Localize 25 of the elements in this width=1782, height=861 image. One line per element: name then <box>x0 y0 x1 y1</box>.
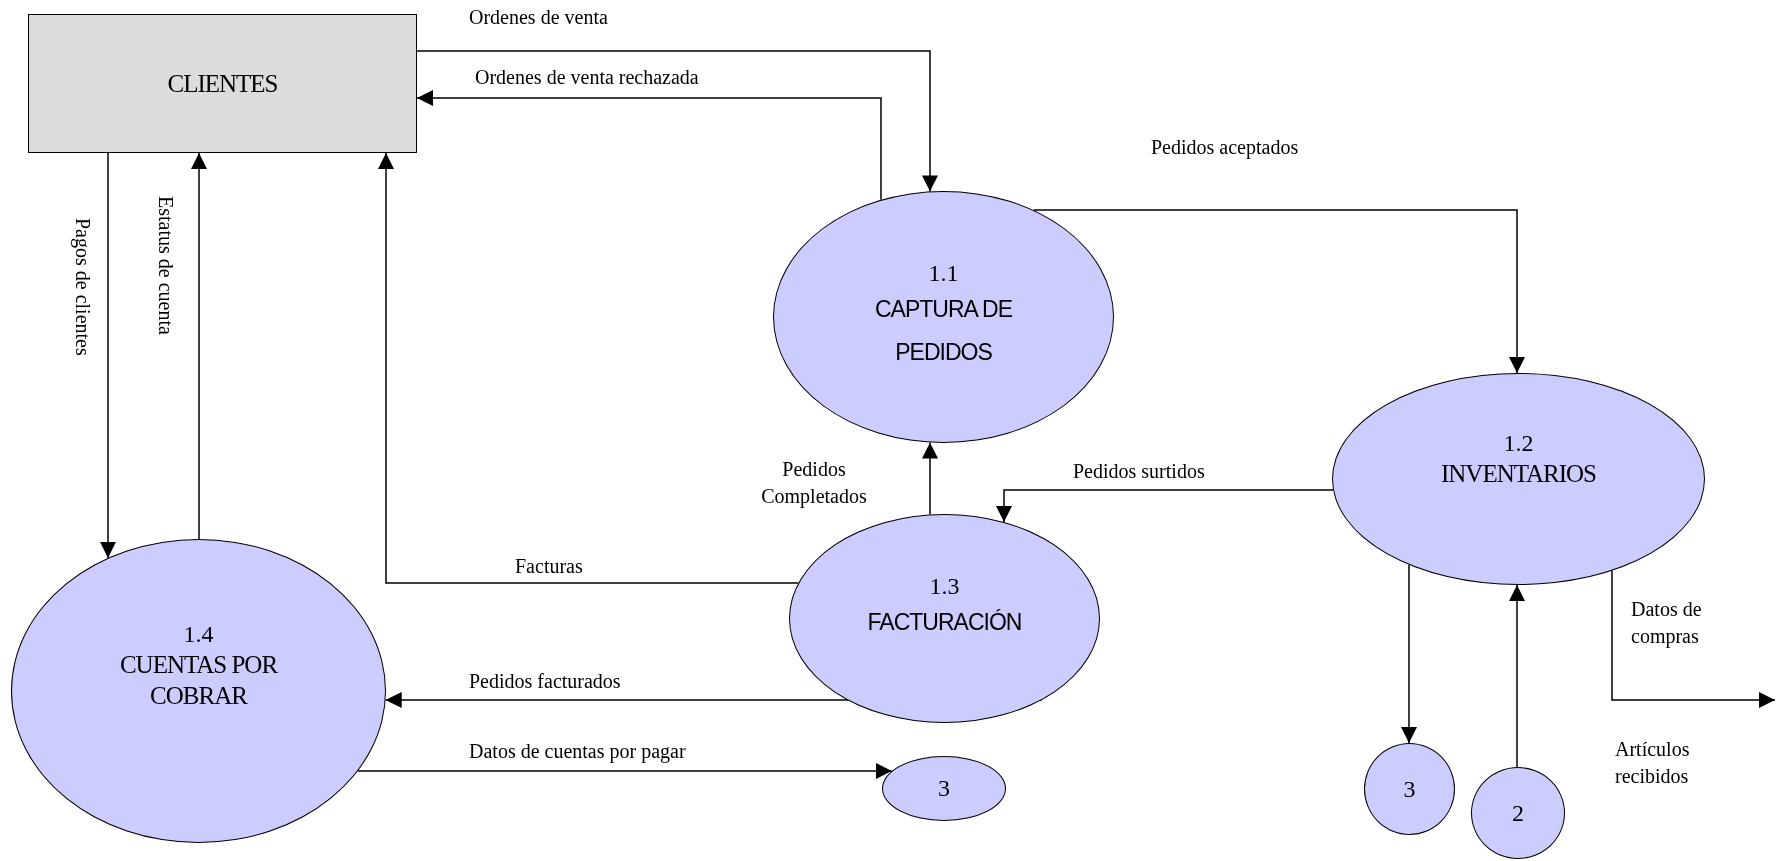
process-name: CUENTAS POR COBRAR <box>118 650 279 712</box>
arrow <box>100 152 116 559</box>
arrow <box>416 90 882 201</box>
arrow <box>922 441 938 516</box>
arrow <box>996 489 1334 523</box>
connector-number: 3 <box>938 774 950 803</box>
arrow <box>1611 569 1776 708</box>
process-name: FACTURACIÓN <box>867 608 1022 638</box>
arrow <box>1032 209 1525 374</box>
connector-number: 2 <box>1512 798 1524 828</box>
process-number: 1.3 <box>929 572 960 602</box>
entity-box <box>28 14 417 153</box>
arrow <box>357 763 893 779</box>
process-name: INVENTARIOS <box>1440 458 1596 489</box>
arrow <box>378 152 799 584</box>
process-number: 1.4 <box>183 620 214 650</box>
connector-number: 3 <box>1403 774 1416 804</box>
process-number: 1.2 <box>1503 428 1534 458</box>
arrow <box>416 50 938 193</box>
process-number: 1.1 <box>928 258 959 288</box>
process-name: CAPTURA DE PEDIDOS <box>874 294 1013 368</box>
arrow <box>1401 564 1417 744</box>
arrow <box>1509 584 1525 768</box>
arrow <box>191 152 207 540</box>
entity-name: CLIENTES <box>167 69 278 98</box>
